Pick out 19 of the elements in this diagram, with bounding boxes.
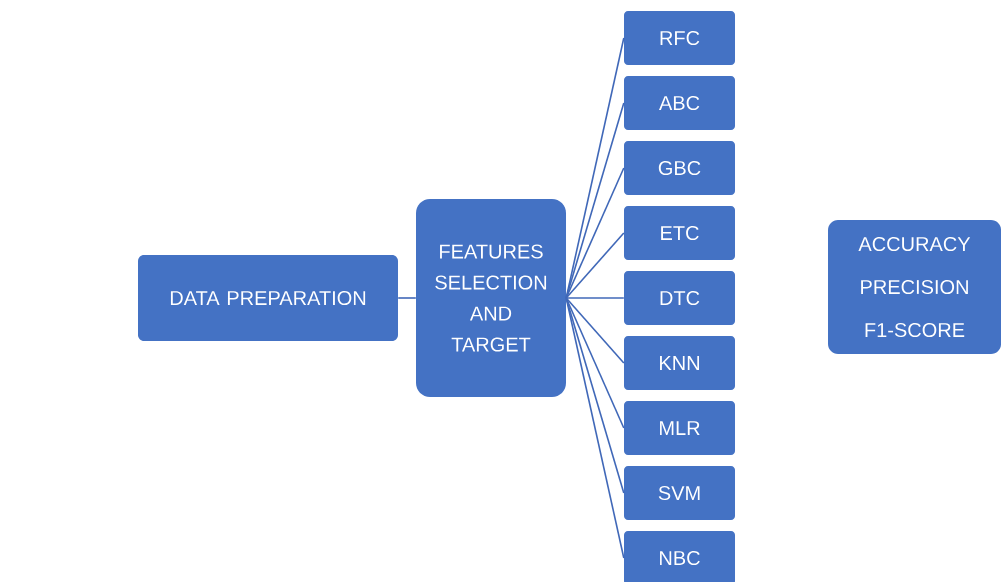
- process-box: RFC: [624, 11, 735, 65]
- process-box: KNN: [624, 336, 735, 390]
- connector-line: [565, 297, 625, 559]
- connector-line: [565, 297, 625, 364]
- connector-line: [565, 297, 625, 299]
- connector-line: [565, 37, 625, 299]
- connector-line: [565, 232, 625, 299]
- connector-line: [565, 297, 625, 429]
- process-box: FEATURES SELECTION AND TARGET: [416, 199, 566, 397]
- connector-line: [397, 297, 417, 299]
- process-box: GBC: [624, 141, 735, 195]
- process-box: MLR: [624, 401, 735, 455]
- process-box: DTC: [624, 271, 735, 325]
- process-box: ABC: [624, 76, 735, 130]
- process-box: SVM: [624, 466, 735, 520]
- process-box: NBC: [624, 531, 735, 582]
- process-box: ACCURACY PRECISION F1-SCORE: [828, 220, 1001, 354]
- process-box: DATA PREPARATION: [138, 255, 398, 341]
- process-box: ETC: [624, 206, 735, 260]
